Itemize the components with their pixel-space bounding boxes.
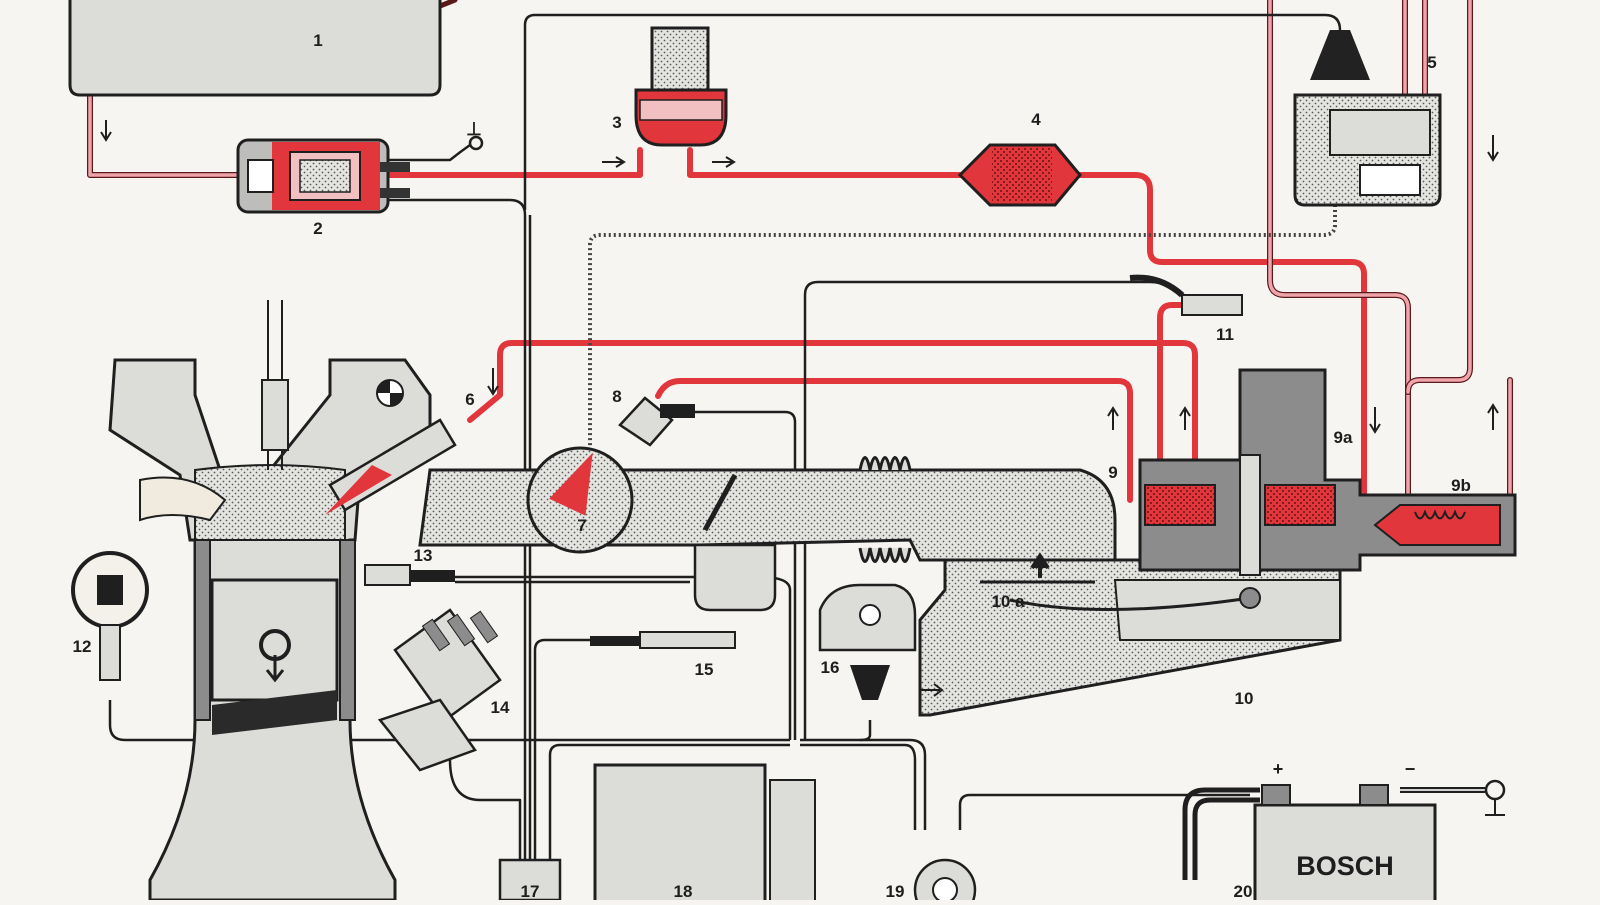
battery-minus-terminal: −	[1405, 759, 1416, 779]
pressure-regulator	[1373, 504, 1501, 546]
relay-18	[593, 763, 816, 905]
intake-manifold	[418, 446, 1117, 563]
wire-16-down	[859, 720, 872, 742]
battery-brand: BOSCH	[1296, 851, 1394, 881]
label-18: 18	[674, 882, 693, 900]
wire-relay-19b	[800, 743, 917, 830]
filter-to-distributor-line	[1077, 172, 1367, 503]
wire-battery-3	[1192, 797, 1260, 880]
wire-coldstart	[660, 410, 797, 740]
wire-top	[523, 13, 1342, 210]
battery: BOSCH + −	[1253, 759, 1506, 905]
label-11: 11	[1216, 325, 1234, 344]
wire-battery-2	[1182, 787, 1260, 880]
injection-valve	[325, 418, 457, 515]
warmup-regulator-lines	[1402, 0, 1428, 98]
label-14: 14	[491, 698, 510, 717]
control-plunger	[1239, 454, 1261, 576]
label-10: 10	[1235, 689, 1254, 708]
engine-block	[108, 300, 432, 902]
fuel-tank	[68, 0, 442, 97]
label-3: 3	[612, 113, 621, 132]
label-17: 17	[521, 882, 540, 900]
wire-15	[533, 638, 590, 860]
fuel-distributor	[1138, 368, 1517, 576]
ignition-switch	[913, 858, 977, 905]
ignition-distributor	[377, 608, 502, 772]
flow-arrows	[100, 120, 1499, 434]
label-13: 13	[414, 546, 433, 565]
air-flow-sensor	[918, 552, 1342, 717]
fuel-accumulator	[634, 26, 728, 147]
ground-symbol: ⊥	[466, 119, 482, 139]
wire-18-top	[548, 743, 790, 860]
fuel-pump	[236, 135, 484, 214]
label-1: 1	[313, 31, 322, 50]
bellows-top	[858, 456, 912, 471]
throttle-valve-switch	[818, 583, 917, 700]
label-9a: 9a	[1334, 428, 1353, 447]
label-16: 16	[821, 658, 840, 677]
distributor-to-coldstart-line	[655, 378, 1133, 503]
distributor-to-sensor11-line	[1157, 302, 1195, 491]
label-7: 7	[577, 516, 586, 535]
label-20: 20	[1234, 882, 1253, 900]
battery-plus-terminal: +	[1273, 759, 1284, 779]
label-5: 5	[1427, 53, 1436, 72]
accumulator-to-filter-line	[687, 147, 963, 178]
wire-relay-19	[800, 738, 927, 830]
diaphragm-left	[1144, 484, 1216, 526]
label-12: 12	[73, 637, 92, 656]
wire-ignition	[448, 759, 522, 860]
fuel-filter	[957, 143, 1082, 207]
pump-to-accumulator-line	[377, 147, 643, 178]
thermo-time-switch	[1129, 274, 1243, 316]
wire-pump	[380, 198, 527, 860]
throttle-plate	[702, 473, 738, 532]
label-4: 4	[1031, 110, 1041, 129]
wire-left-12	[108, 700, 790, 742]
label-15: 15	[695, 660, 714, 679]
auxiliary-sensor-13	[364, 564, 455, 586]
tank-to-pump-line	[87, 92, 243, 178]
piston	[210, 578, 339, 702]
label-6: 6	[465, 390, 474, 409]
component-labels: 1 2 3 4 5 6 7 8 9 9a 9b 10 10 a 11 12 13…	[73, 31, 1471, 901]
label-2: 2	[313, 219, 322, 238]
label-9: 9	[1108, 463, 1117, 482]
warmup-regulator	[1293, 30, 1442, 207]
label-19: 19	[886, 882, 905, 900]
label-8: 8	[612, 387, 621, 406]
sensor-lever	[1009, 596, 1251, 611]
wire-battery	[958, 793, 1250, 830]
distributor-to-injector-line	[467, 340, 1198, 493]
temperature-sensor	[71, 551, 149, 681]
auxiliary-air-device	[590, 543, 777, 649]
pump-ground-wire	[380, 143, 471, 162]
combustion-chamber	[194, 464, 346, 541]
cold-start-valve	[618, 396, 695, 447]
diaphragm-right	[1264, 484, 1336, 526]
bellows-bottom	[858, 547, 912, 563]
label-10a: 10 a	[991, 592, 1025, 611]
label-9b: 9b	[1451, 476, 1471, 495]
fuel-lines	[87, 0, 1513, 523]
